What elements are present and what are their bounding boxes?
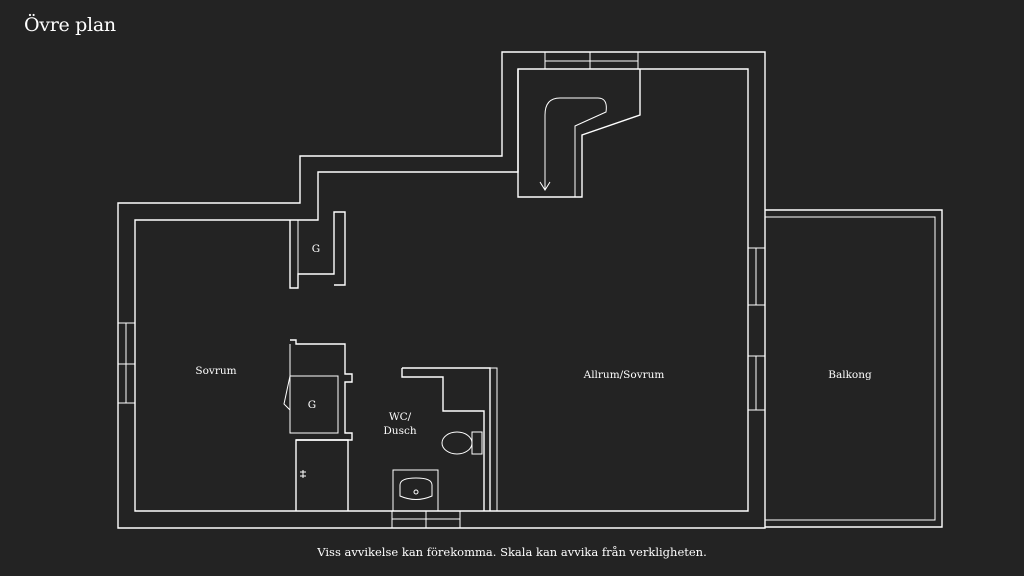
balcony-inner bbox=[765, 216, 936, 521]
top-window bbox=[544, 52, 639, 69]
room-label-allrum: Allrum/Sovrum bbox=[583, 369, 665, 381]
toilet-tank bbox=[471, 431, 483, 455]
closet-label-upper: G bbox=[312, 243, 320, 255]
bathroom-walls bbox=[401, 367, 491, 511]
inner-wall-outline bbox=[134, 68, 749, 512]
closet-label-lower: G bbox=[308, 399, 316, 411]
left-window bbox=[118, 322, 135, 404]
right-window-lower bbox=[748, 355, 765, 411]
sink-drain-icon bbox=[413, 489, 419, 495]
bathroom-wall-right bbox=[490, 367, 498, 511]
outer-wall-outline bbox=[117, 51, 766, 529]
sink-cabinet bbox=[392, 469, 439, 512]
lower-closet bbox=[290, 339, 353, 511]
room-label-dusch: Dusch bbox=[383, 425, 416, 437]
balcony-outline bbox=[765, 209, 943, 528]
cabinet-handle-icon bbox=[300, 470, 306, 478]
room-label-sovrum: Sovrum bbox=[195, 365, 236, 377]
stair-opening bbox=[517, 69, 641, 198]
sink-icon bbox=[399, 477, 433, 500]
bottom-window bbox=[391, 511, 461, 528]
room-label-balkong: Balkong bbox=[828, 369, 872, 381]
toilet-icon bbox=[441, 431, 473, 455]
bedroom-cabinet bbox=[296, 439, 349, 511]
disclaimer-text: Viss avvikelse kan förekomma. Skala kan … bbox=[317, 545, 707, 559]
stair-arrow-icon bbox=[539, 172, 551, 191]
upper-closet bbox=[289, 211, 346, 289]
room-label-wc: WC/ bbox=[389, 411, 412, 423]
right-window-upper bbox=[748, 247, 765, 306]
page-title: Övre plan bbox=[24, 14, 116, 36]
stair-rail bbox=[544, 97, 607, 197]
